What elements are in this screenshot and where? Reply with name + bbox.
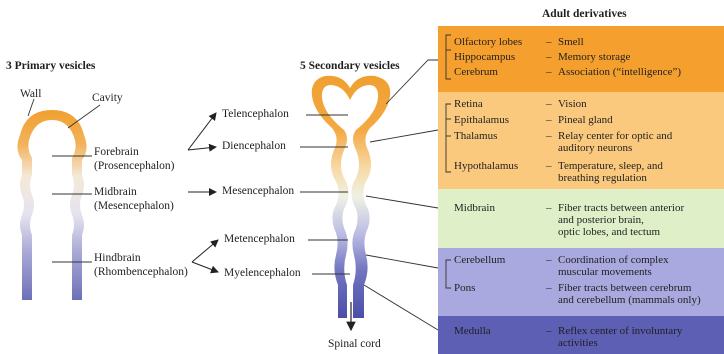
metencephalon-label: Metencephalon [224,233,295,246]
adult-group-telencephalon: Olfactory lobes – Smell Hippocampus – Me… [438,26,724,92]
function-smell: Smell [558,36,584,48]
adult-group-diencephalon: Retina – Vision Epithalamus – Pineal gla… [438,92,724,189]
function-coordination-cont: muscular movements [558,266,652,278]
structure-pons: Pons [454,282,475,294]
cavity-label: Cavity [92,92,123,105]
dash: – [546,160,552,172]
dash: – [546,130,552,142]
structure-retina: Retina [454,98,483,110]
secondary-neural-tube [312,76,390,318]
dash: – [546,282,552,294]
structure-medulla: Medulla [454,325,491,337]
adult-heading: Adult derivatives [542,8,627,20]
structure-hypothalamus: Hypothalamus [454,160,518,172]
structure-midbrain: Midbrain [454,202,495,214]
mesencephalon-primary-label: (Mesencephalon) [94,200,174,213]
function-fiber-tracts-2: and posterior brain, [558,214,644,226]
adult-group-metencephalon: Cerebellum – Coordination of complex mus… [438,248,724,316]
structure-thalamus: Thalamus [454,130,497,142]
structure-epithalamus: Epithalamus [454,114,509,126]
midbrain-label: Midbrain [94,186,137,199]
structure-cerebrum: Cerebrum [454,66,498,78]
dash: – [546,254,552,266]
primary-heading: 3 Primary vesicles [6,60,95,72]
primary-neural-tube [17,110,86,300]
dash: – [546,98,552,110]
function-reflex-center: Reflex center of involuntary [558,325,682,337]
function-memory-storage: Memory storage [558,51,630,63]
dash: – [546,66,552,78]
diencephalon-label: Diencephalon [222,140,286,153]
function-pons-tracts-cont: and cerebellum (mammals only) [558,294,701,306]
forebrain-label: Forebrain [94,146,139,159]
function-fiber-tracts-3: optic lobes, and tectum [558,226,660,238]
secondary-heading: 5 Secondary vesicles [300,60,400,72]
function-vision: Vision [558,98,587,110]
adult-group-myelencephalon: Medulla – Reflex center of involuntary a… [438,316,724,354]
rhombencephalon-label: (Rhombencephalon) [94,266,188,279]
function-temperature: Temperature, sleep, and [558,160,663,172]
function-association: Association (“intelligence”) [558,66,681,78]
structure-hippocampus: Hippocampus [454,51,515,63]
function-reflex-center-cont: activities [558,337,598,349]
function-relay-center: Relay center for optic and [558,130,672,142]
spinal-cord-label: Spinal cord [328,338,381,351]
vesicle-arrows [188,113,218,272]
function-fiber-tracts: Fiber tracts between anterior [558,202,684,214]
function-pineal-gland: Pineal gland [558,114,613,126]
hindbrain-label: Hindbrain [94,252,141,265]
prosencephalon-label: (Prosencephalon) [94,160,174,173]
function-temperature-cont: breathing regulation [558,172,647,184]
dash: – [546,114,552,126]
dash: – [546,202,552,214]
dash: – [546,325,552,337]
dash: – [546,36,552,48]
dash: – [546,51,552,63]
adult-group-mesencephalon: Midbrain – Fiber tracts between anterior… [438,189,724,248]
structure-olfactory-lobes: Olfactory lobes [454,36,522,48]
myelencephalon-label: Myelencephalon [224,267,301,280]
function-coordination: Coordination of complex [558,254,669,266]
structure-cerebellum: Cerebellum [454,254,505,266]
mesencephalon-label: Mesencephalon [222,185,294,198]
telencephalon-label: Telencephalon [222,108,289,121]
function-relay-center-cont: auditory neurons [558,142,632,154]
function-pons-tracts: Fiber tracts between cerebrum [558,282,691,294]
wall-label: Wall [20,88,41,101]
